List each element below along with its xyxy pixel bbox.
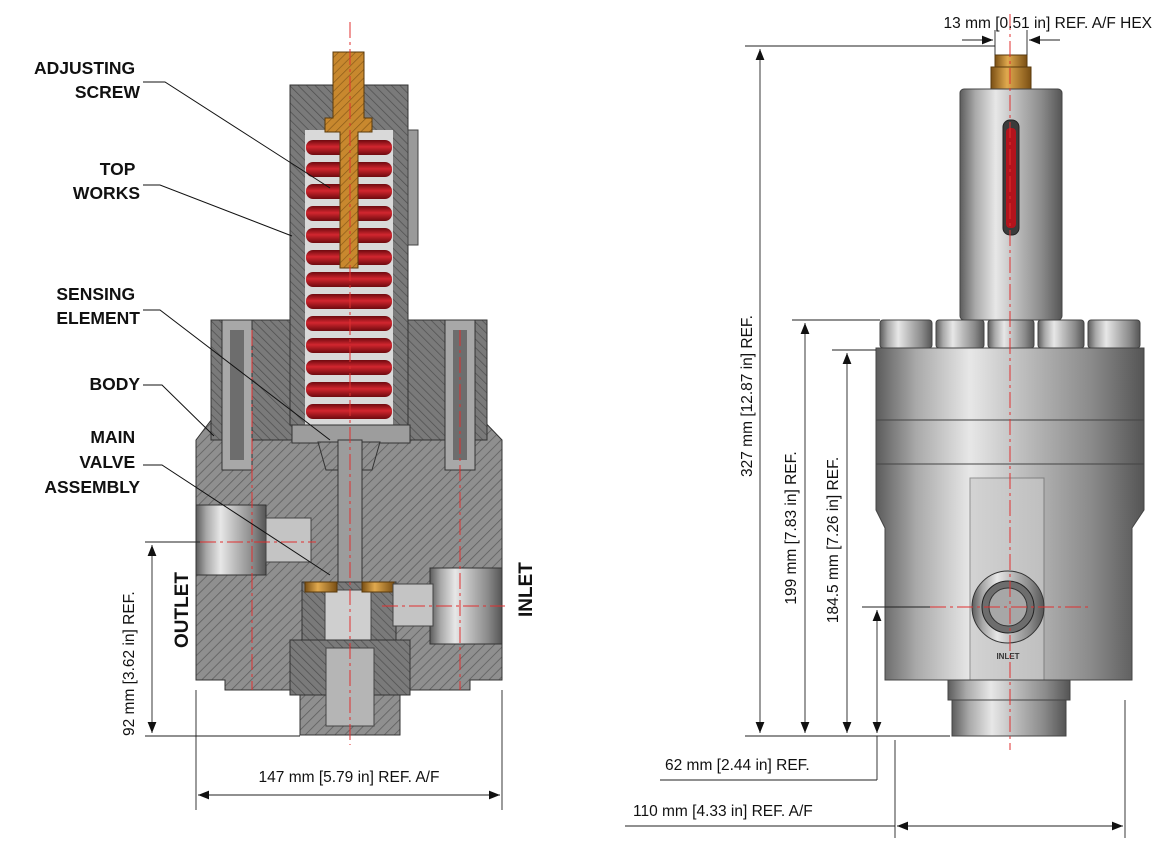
dim-inlet-centerline: 62 mm [2.44 in] REF. bbox=[665, 757, 810, 774]
bottom-nut-exterior bbox=[947, 679, 1071, 701]
exterior-view: INLET bbox=[875, 14, 1145, 750]
dim-body-width: 147 mm [5.79 in] REF. A/F bbox=[259, 769, 440, 786]
dim-overall-height: 327 mm [12.87 in] REF. bbox=[739, 315, 756, 477]
dim-bottom-width: 110 mm [4.33 in] REF. A/F bbox=[633, 803, 813, 820]
callout-adjusting-screw: ADJUSTING SCREW bbox=[34, 58, 140, 102]
dim-body-height: 199 mm [7.83 in] REF. bbox=[783, 451, 800, 604]
dim-cap-height: 184.5 mm [7.26 in] REF. bbox=[825, 457, 842, 623]
callout-body: BODY bbox=[89, 374, 140, 394]
dim-hex: 13 mm [0.51 in] REF. A/F HEX bbox=[944, 15, 1153, 32]
leader-adjusting-screw bbox=[143, 81, 331, 189]
leader-body bbox=[143, 384, 215, 437]
section-view bbox=[195, 22, 505, 745]
outlet-port-boss bbox=[195, 504, 267, 576]
spring-coils bbox=[306, 140, 392, 419]
callout-main-valve-assembly: MAIN VALVE ASSEMBLY bbox=[44, 427, 140, 497]
callout-labels: ADJUSTING SCREW TOP WORKS SENSING ELEMEN… bbox=[34, 58, 331, 576]
leader-sensing-element bbox=[143, 309, 331, 441]
left-dimensions: 92 mm [3.62 in] REF. 147 mm [5.79 in] RE… bbox=[121, 541, 503, 810]
adjusting-screw-part bbox=[324, 51, 373, 269]
bonnet-bolts bbox=[879, 319, 1141, 349]
right-dimensions: 13 mm [0.51 in] REF. A/F HEX 327 mm [12.… bbox=[625, 15, 1153, 838]
leader-main-valve bbox=[143, 464, 331, 576]
callout-sensing-element: SENSING ELEMENT bbox=[56, 284, 140, 328]
adjusting-hex-nut bbox=[994, 54, 1028, 68]
outlet-label: OUTLET bbox=[172, 572, 193, 648]
inlet-label: INLET bbox=[516, 562, 537, 617]
callout-top-works: TOP WORKS bbox=[73, 159, 140, 203]
dim-outlet-centerline: 92 mm [3.62 in] REF. bbox=[121, 591, 138, 736]
body-inlet-marking: INLET bbox=[996, 652, 1019, 661]
leader-top-works bbox=[143, 184, 293, 237]
